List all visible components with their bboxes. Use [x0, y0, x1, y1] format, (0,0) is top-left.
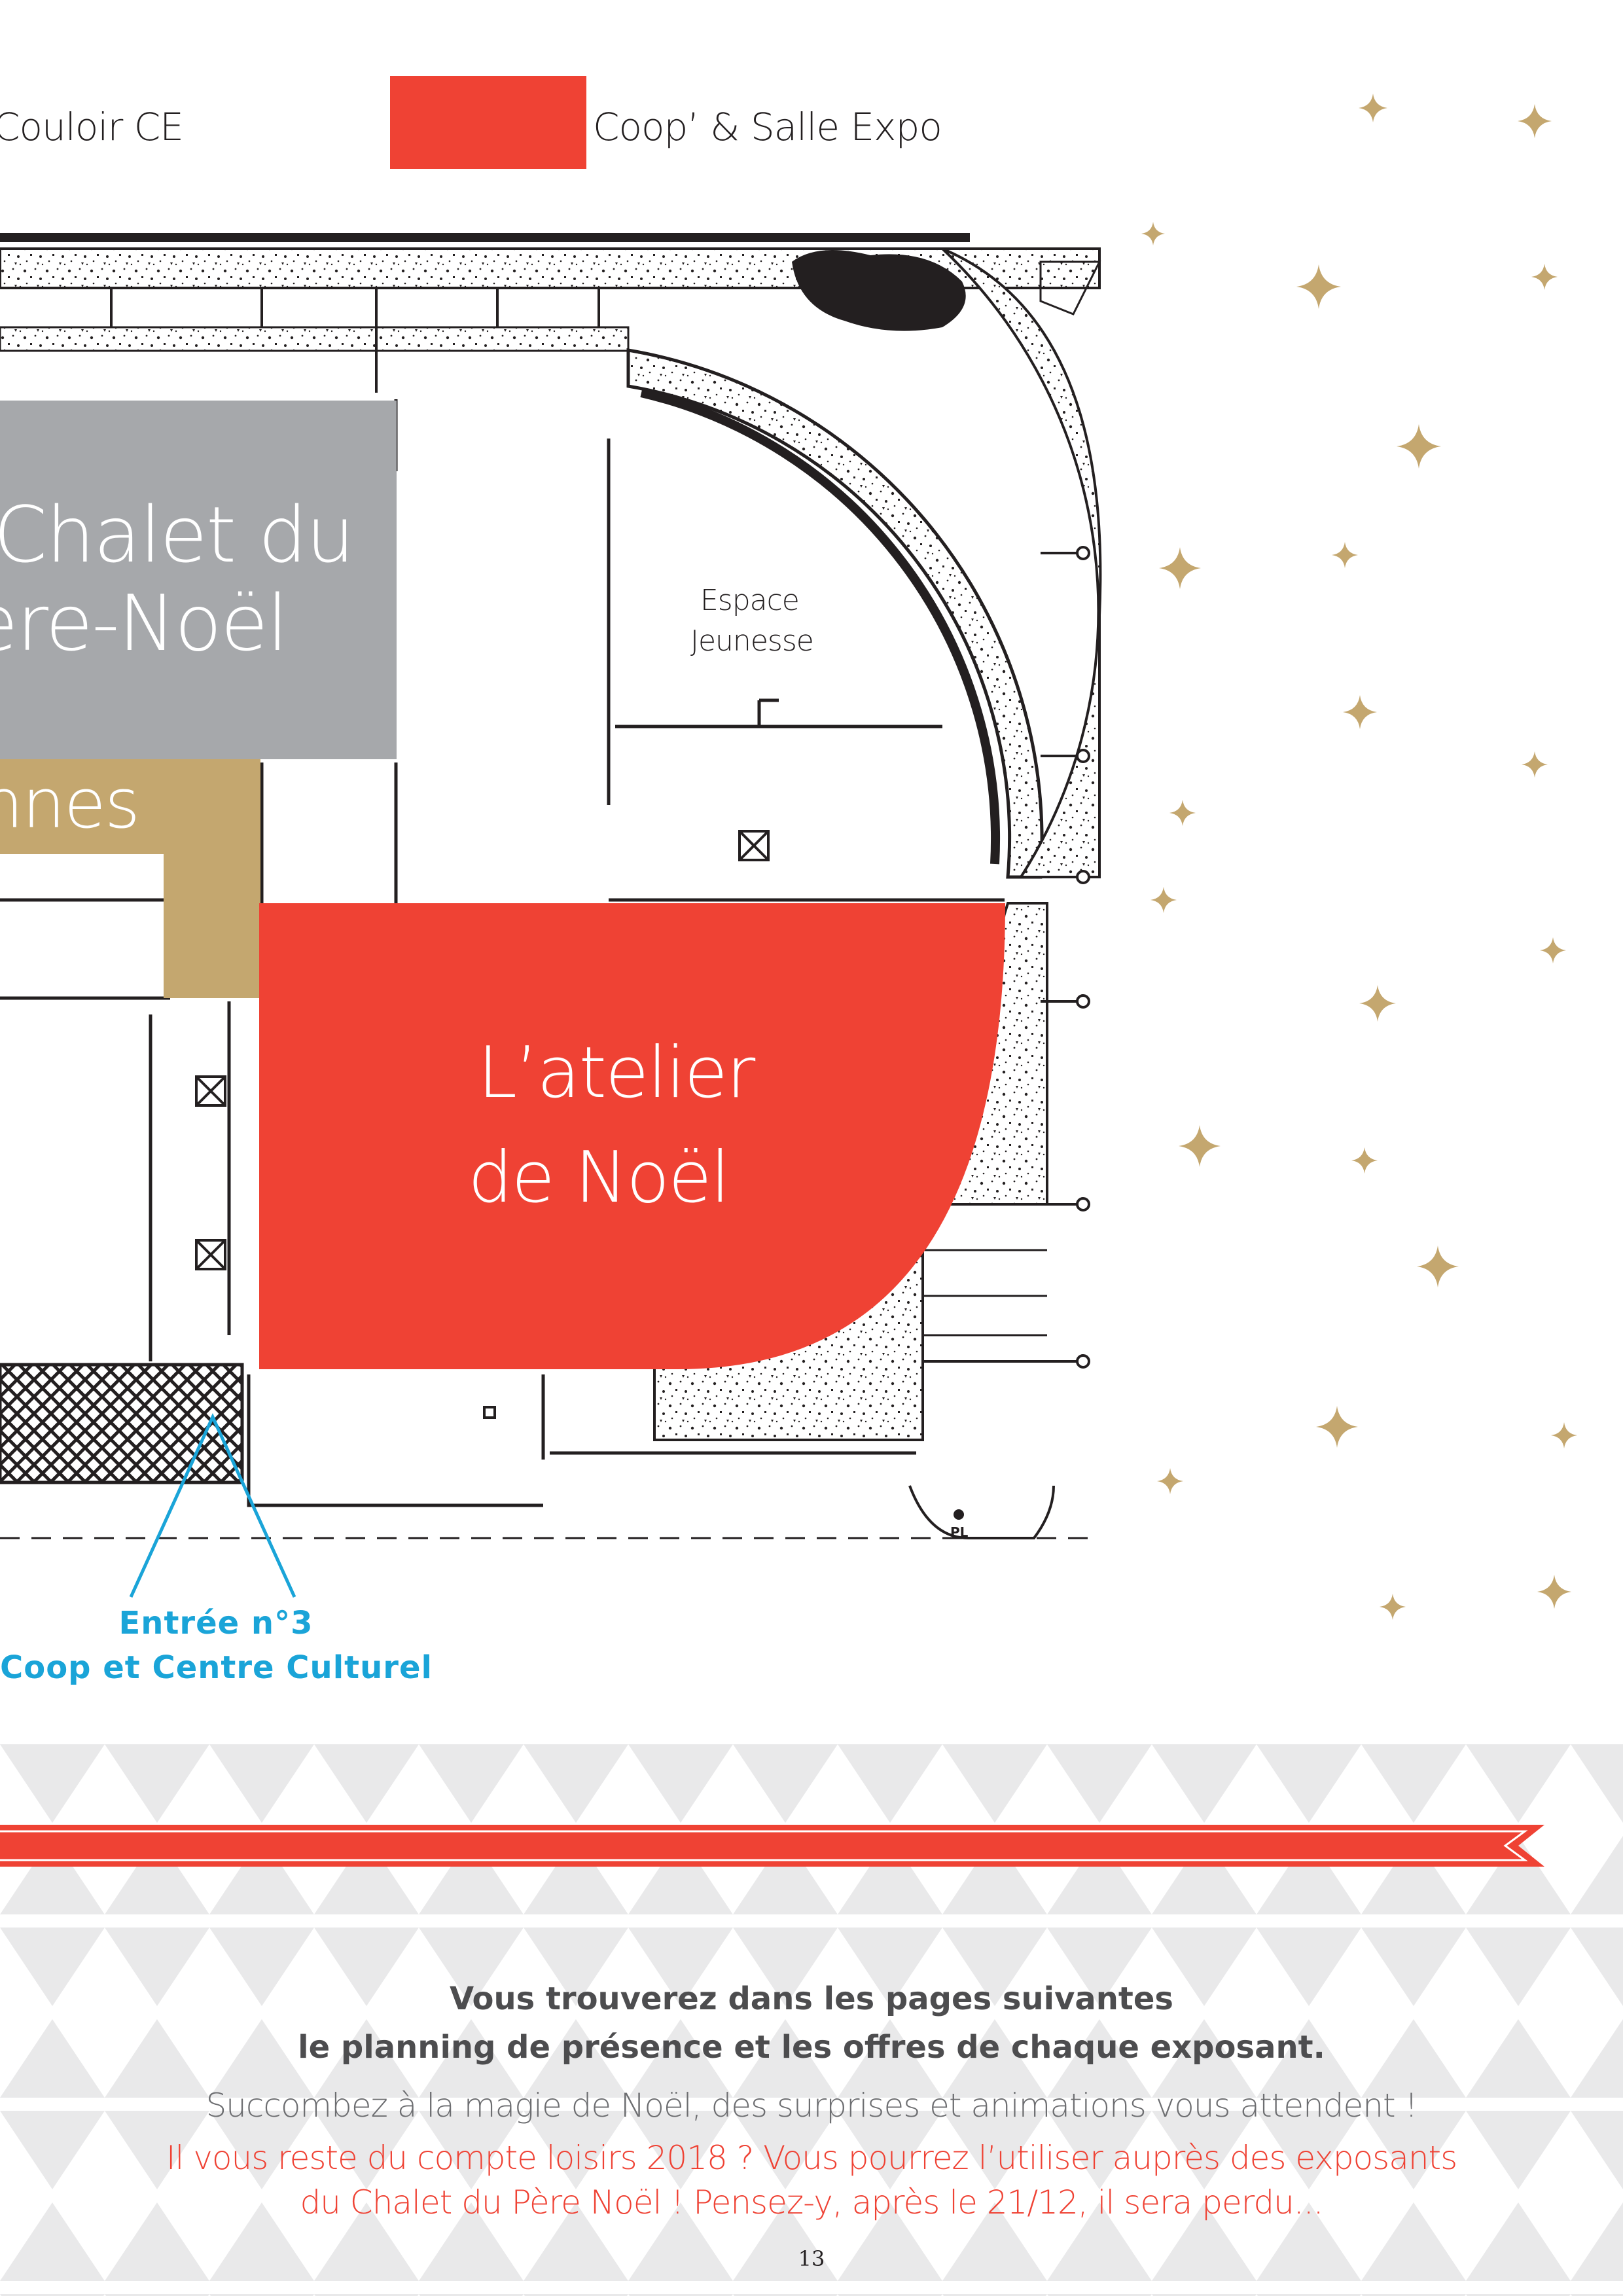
plan-mark-pl: PL [950, 1524, 969, 1540]
espace-jeunesse-label-2: Jeunesse [690, 624, 814, 658]
zone-chalet-label-2: Père-Noël [0, 578, 288, 668]
zone-chalet-label-1: Chalet du [0, 490, 355, 580]
plan-top-wall [0, 233, 970, 242]
red-ribbon [0, 1825, 1544, 1867]
sparkle-star-icon [1141, 94, 1577, 1620]
page-number: 13 [798, 2246, 825, 2271]
zone-atelier-label-2: de Noël [468, 1137, 730, 1219]
entrance-label-2: Coop et Centre Culturel [0, 1649, 433, 1686]
entrance-pointer [129, 1412, 296, 1598]
espace-jeunesse-label-1: Espace [700, 584, 800, 617]
zone-chalet: Chalet du Père-Noël [0, 401, 397, 759]
stars-decoration [1141, 94, 1577, 1620]
legend-label-coop: Coop’ & Salle Expo [593, 105, 942, 149]
zone-atelier-label-1: L’atelier [478, 1032, 755, 1114]
footer-red-line-1: Il vous reste du compte loisirs 2018 ? V… [166, 2139, 1457, 2177]
zone-atelier [259, 903, 1005, 1369]
footer-bold-line-1: Vous trouverez dans les pages suivantes [450, 1981, 1173, 2017]
zone-gold-label: nnes [0, 764, 140, 844]
footer-red-line-2: du Chalet du Père Noël ! Pensez-y, après… [300, 2183, 1323, 2221]
footer-gray-line: Succombez à la magie de Noël, des surpri… [205, 2087, 1418, 2125]
legend-label-couloir: Couloir CE [0, 105, 184, 149]
entrance-label-1: Entrée n°3 [118, 1605, 313, 1641]
floor-plan: PL [0, 233, 1102, 1540]
footer-bold-line-2: le planning de présence et les offres de… [298, 2029, 1325, 2066]
zone-gold-vertical [164, 759, 260, 998]
legend-swatch-coop [390, 76, 586, 169]
